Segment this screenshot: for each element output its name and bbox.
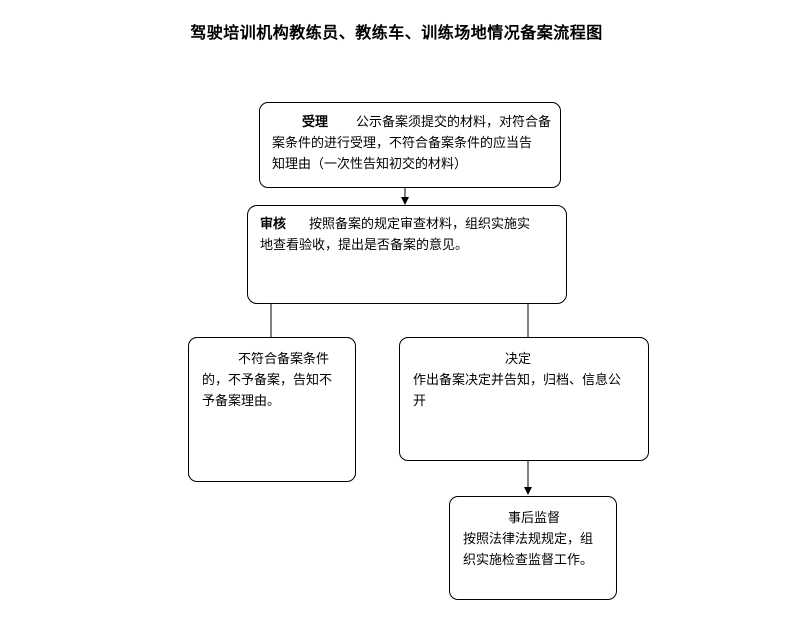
step-review-box: 审核 按照备案的规定审查材料，组织实施实 地查看验收，提出是否备案的意见。 bbox=[247, 205, 567, 304]
step-accept-line2: 案条件的进行受理，不符合备案条件的应当告 bbox=[272, 136, 533, 151]
step-review-heading: 审核 bbox=[260, 217, 287, 232]
step-review-line1: 按照备案的规定审查材料，组织实施实 bbox=[309, 217, 531, 232]
step-accept-line3: 知理由（一次性告知初交的材料） bbox=[272, 157, 468, 172]
step-supervise-box: 事后监督 按照法律法规规定，组 织实施检查监督工作。 bbox=[449, 496, 617, 600]
step-accept-heading: 受理 bbox=[302, 115, 329, 130]
step-accept-box: 受理 公示备案须提交的材料，对符合备 案条件的进行受理，不符合备案条件的应当告 … bbox=[259, 102, 561, 188]
step-review-line2: 地查看验收，提出是否备案的意见。 bbox=[260, 238, 469, 253]
step-supervise-heading: 事后监督 bbox=[507, 511, 560, 526]
step-reject-line2: 的，不予备案，告知不 bbox=[202, 373, 333, 388]
step-reject-box: 不符合备案条件 的，不予备案，告知不 予备案理由。 bbox=[188, 337, 356, 482]
step-reject-line3: 予备案理由。 bbox=[202, 394, 281, 409]
step-accept-line1: 公示备案须提交的材料，对符合备 bbox=[356, 115, 552, 130]
step-supervise-line1: 按照法律法规规定，组 bbox=[463, 532, 594, 547]
step-decide-line1: 作出备案决定并告知，归档、信息公 bbox=[413, 373, 622, 388]
step-decide-line2: 开 bbox=[413, 394, 427, 409]
step-reject-line1: 不符合备案条件 bbox=[238, 352, 330, 367]
step-decide-heading: 决定 bbox=[504, 352, 531, 367]
step-supervise-line2: 织实施检查监督工作。 bbox=[463, 553, 594, 568]
step-decide-box: 决定 作出备案决定并告知，归档、信息公 开 bbox=[399, 337, 649, 461]
page-title: 驾驶培训机构教练员、教练车、训练场地情况备案流程图 bbox=[190, 23, 603, 42]
